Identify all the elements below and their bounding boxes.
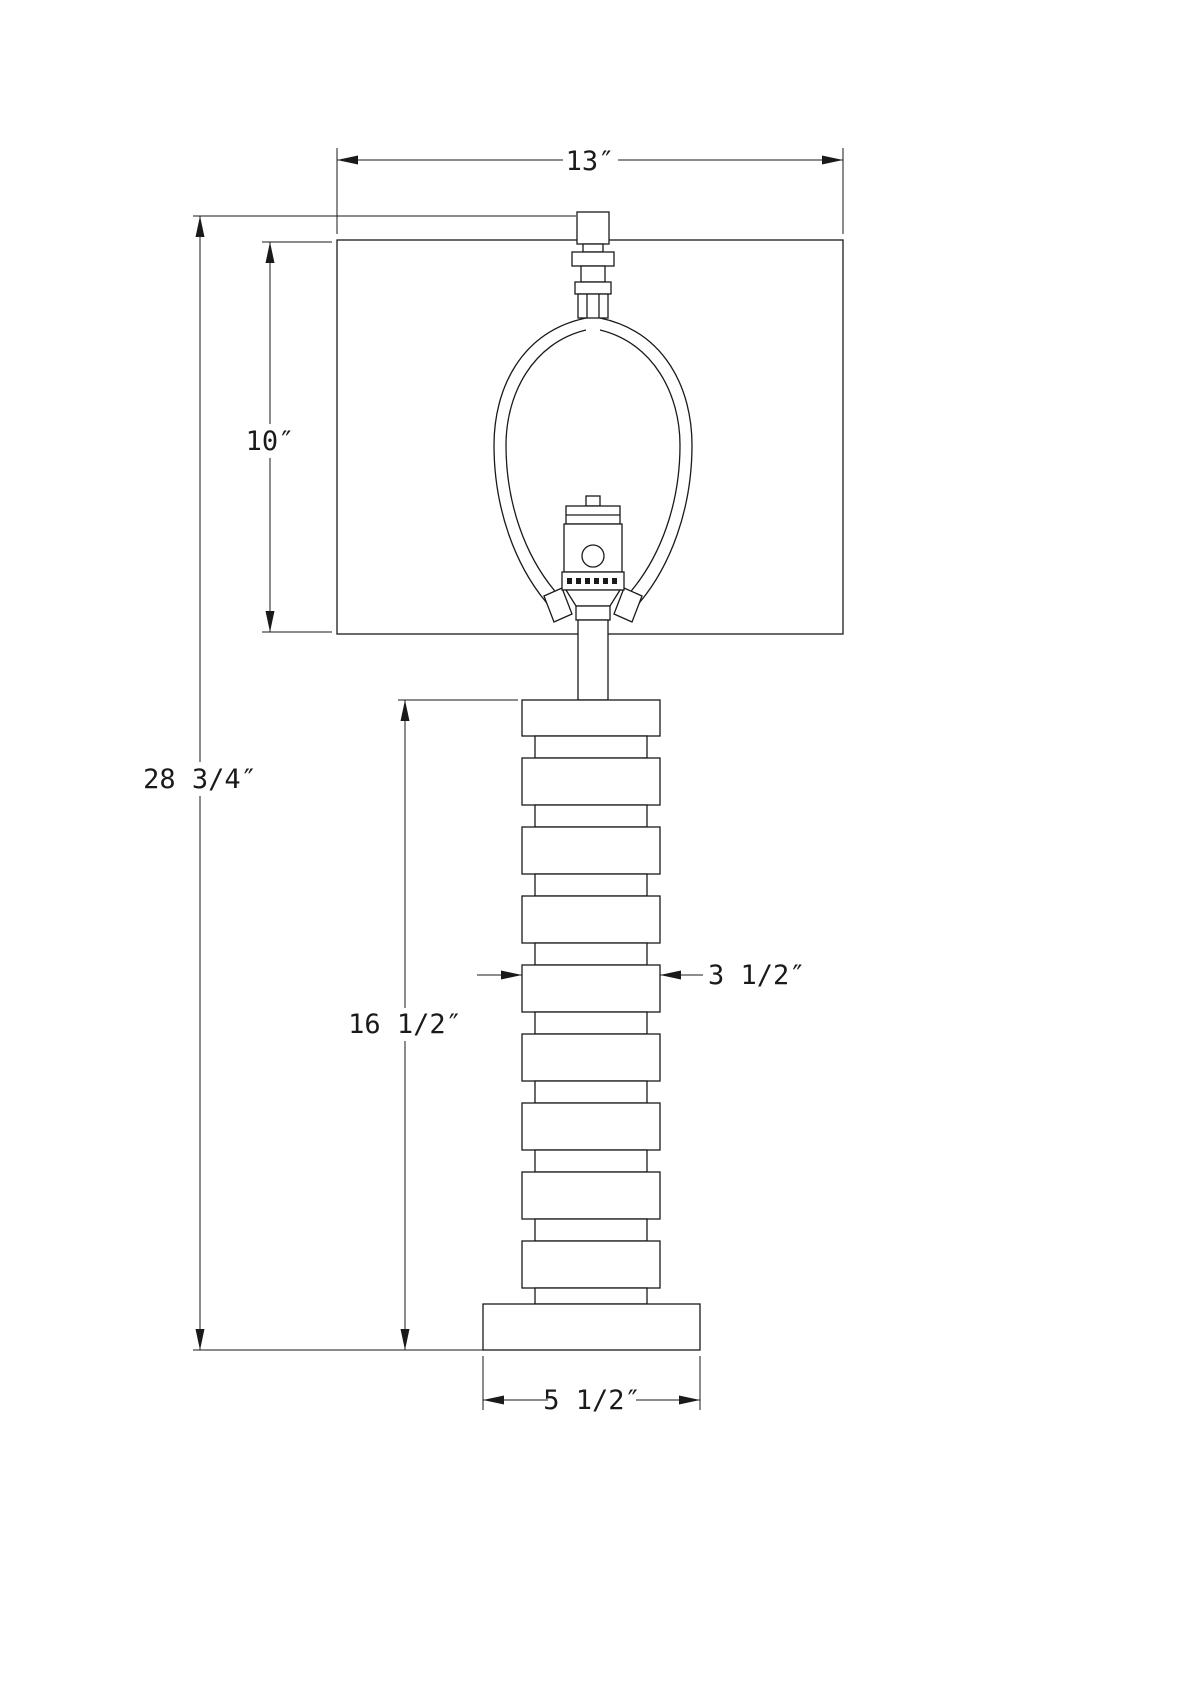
body-spacer [534, 942, 648, 966]
arrowhead [660, 970, 681, 980]
neck-pipe-tube [577, 619, 609, 701]
body-ring [521, 826, 661, 875]
arrowhead [337, 155, 358, 165]
arrowhead [400, 700, 410, 721]
socket-top-nub [585, 495, 601, 507]
body-spacer [534, 1218, 648, 1242]
finial-neck [582, 243, 604, 253]
arrowhead [265, 242, 275, 263]
dim-label-shade-height: 10″ [246, 426, 295, 457]
harp-inner-right [599, 329, 681, 602]
harp-foot-right [613, 587, 643, 623]
harp-outer-right [599, 317, 693, 614]
body-top-cap [521, 699, 661, 737]
dim-label-base-width: 5 1/2″ [543, 1385, 641, 1416]
dim-shade-width: 13″ [336, 146, 844, 234]
socket-bottom-ring [575, 605, 611, 621]
body-ring [521, 757, 661, 806]
body-spacer [534, 804, 648, 828]
dim-label-body-width: 3 1/2″ [708, 960, 806, 991]
socket-taper [564, 589, 622, 607]
vent-hole [594, 578, 599, 584]
harp-outer-left [493, 317, 587, 614]
body-ring [521, 1171, 661, 1220]
finial [571, 211, 615, 319]
body-ring [521, 1240, 661, 1289]
arrowhead [483, 1395, 504, 1405]
arrowhead [265, 611, 275, 632]
neck-pipe [577, 619, 609, 701]
arrowhead [822, 155, 843, 165]
dim-shade-height: 10″ [246, 241, 332, 633]
body-spacer [534, 1149, 648, 1173]
body-ring [521, 1033, 661, 1082]
vent-hole [576, 578, 581, 584]
finial-flare-top [571, 251, 615, 267]
lamp-body [521, 699, 661, 1305]
body-spacer [534, 1080, 648, 1104]
finial-cap [576, 211, 610, 245]
dim-overall-height: 28 3/4″ [143, 215, 576, 1351]
harp [493, 317, 693, 623]
dim-label-body-height: 16 1/2″ [348, 1009, 462, 1040]
harp-inner-left [505, 329, 587, 602]
vent-hole [585, 578, 590, 584]
vent-hole [603, 578, 608, 584]
arrowhead [400, 1329, 410, 1350]
body-bottom-spacer [534, 1287, 648, 1305]
dim-base-width: 5 1/2″ [482, 1356, 701, 1416]
arrowhead [501, 970, 522, 980]
socket [561, 495, 625, 621]
arrowhead [679, 1395, 700, 1405]
body-ring [521, 964, 661, 1013]
harp-foot-left [543, 587, 573, 623]
vent-hole [612, 578, 617, 584]
socket-switch-knob [581, 544, 605, 568]
lamp-base [482, 1303, 701, 1351]
body-ring [521, 1102, 661, 1151]
finial-waist [580, 265, 606, 283]
body-spacer [534, 1011, 648, 1035]
arrowhead [195, 216, 205, 237]
dim-body-height: 16 1/2″ [348, 699, 518, 1350]
vent-hole [567, 578, 572, 584]
finial-flare-bottom [574, 281, 612, 295]
arrowhead [195, 1329, 205, 1350]
dim-label-overall-height: 28 3/4″ [143, 764, 257, 795]
harp-clamp [577, 293, 609, 319]
dim-label-shade-width: 13″ [566, 146, 615, 177]
body-ring [521, 895, 661, 944]
dim-body-width: 3 1/2″ [477, 960, 806, 991]
body-spacer [534, 873, 648, 897]
base-plinth [482, 1303, 701, 1351]
body-spacer [534, 735, 648, 759]
